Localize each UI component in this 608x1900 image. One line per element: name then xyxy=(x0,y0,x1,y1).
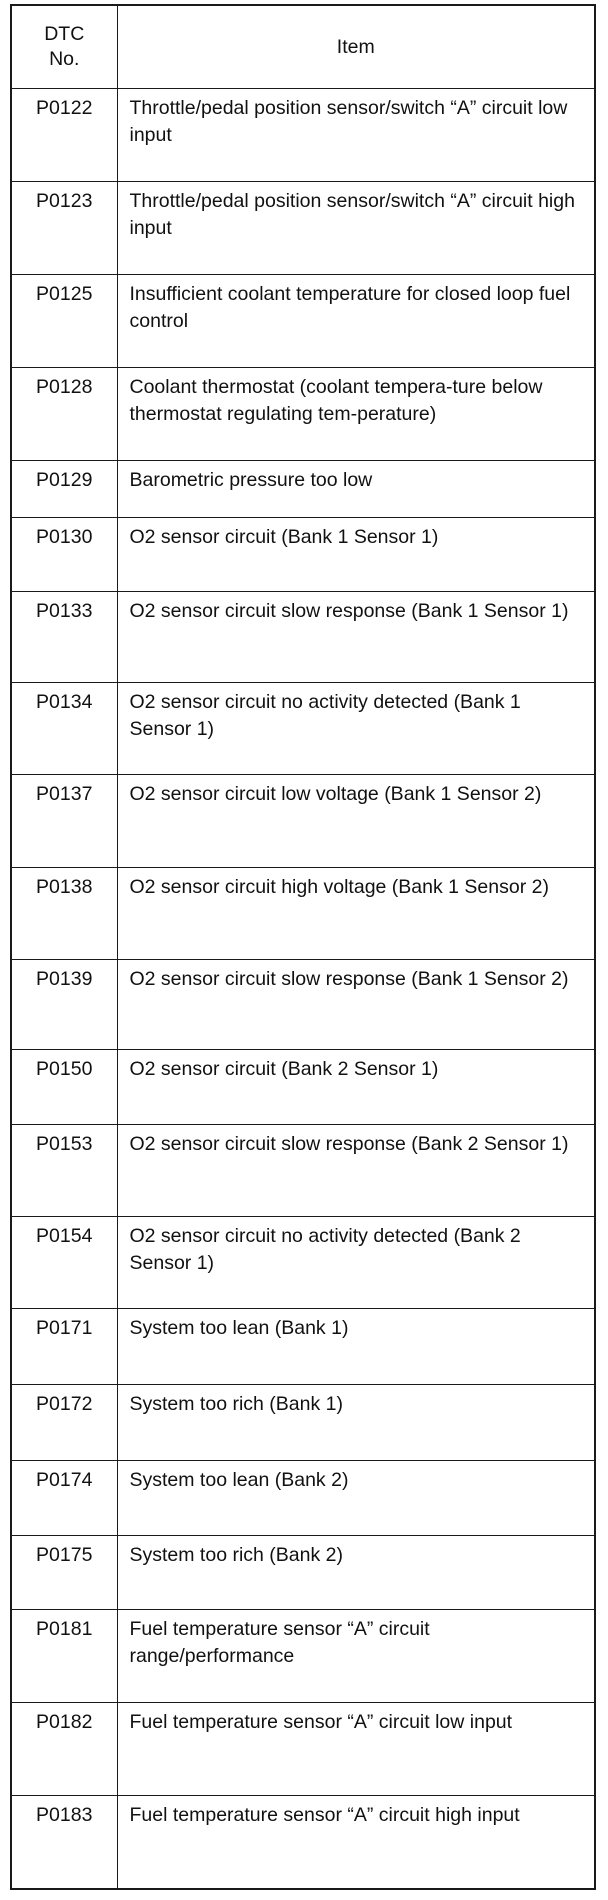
dtc-item: Throttle/pedal position sensor/switch “A… xyxy=(116,88,596,182)
dtc-code: P0129 xyxy=(10,459,118,518)
dtc-code: P0133 xyxy=(10,591,118,684)
dtc-item: Insufficient coolant temperature for clo… xyxy=(116,273,596,368)
dtc-code: P0123 xyxy=(10,180,118,275)
header-dtc-line1: DTC xyxy=(44,23,85,45)
dtc-code: P0175 xyxy=(10,1534,118,1611)
dtc-code: P0130 xyxy=(10,516,118,593)
dtc-item: O2 sensor circuit no activity detected (… xyxy=(116,1216,596,1309)
dtc-code: P0153 xyxy=(10,1124,118,1218)
dtc-item: Fuel temperature sensor “A” circuit rang… xyxy=(116,1609,596,1704)
dtc-code: P0150 xyxy=(10,1049,118,1126)
dtc-code: P0181 xyxy=(10,1609,118,1704)
dtc-item: O2 sensor circuit (Bank 1 Sensor 1) xyxy=(116,516,596,593)
dtc-item: O2 sensor circuit slow response (Bank 1 … xyxy=(116,958,596,1051)
header-dtc-no: DTC No. xyxy=(10,4,118,89)
header-row: DTC No. Item xyxy=(10,4,596,89)
dtc-item: Barometric pressure too low xyxy=(116,459,596,518)
dtc-item: O2 sensor circuit slow response (Bank 2 … xyxy=(116,1124,596,1218)
dtc-code: P0174 xyxy=(10,1459,118,1536)
dtc-item: System too lean (Bank 1) xyxy=(116,1307,596,1385)
dtc-item: O2 sensor circuit slow response (Bank 1 … xyxy=(116,591,596,684)
dtc-item: System too rich (Bank 2) xyxy=(116,1534,596,1611)
dtc-code: P0139 xyxy=(10,958,118,1051)
dtc-code: P0183 xyxy=(10,1795,118,1890)
table-header: DTC No. Item xyxy=(10,4,596,89)
dtc-code: P0172 xyxy=(10,1383,118,1461)
dtc-item: System too lean (Bank 2) xyxy=(116,1459,596,1536)
dtc-item: O2 sensor circuit low voltage (Bank 1 Se… xyxy=(116,773,596,868)
dtc-item: O2 sensor circuit high voltage (Bank 1 S… xyxy=(116,866,596,960)
dtc-code: P0122 xyxy=(10,88,118,182)
header-dtc-line2: No. xyxy=(49,48,80,70)
dtc-item: Fuel temperature sensor “A” circuit high… xyxy=(116,1795,596,1890)
dtc-code: P0171 xyxy=(10,1307,118,1385)
dtc-item: Throttle/pedal position sensor/switch “A… xyxy=(116,180,596,275)
dtc-item: System too rich (Bank 1) xyxy=(116,1383,596,1461)
dtc-code: P0138 xyxy=(10,866,118,960)
dtc-item: O2 sensor circuit (Bank 2 Sensor 1) xyxy=(116,1049,596,1126)
dtc-code: P0134 xyxy=(10,682,118,775)
dtc-code: P0125 xyxy=(10,273,118,368)
dtc-item: O2 sensor circuit no activity detected (… xyxy=(116,682,596,775)
dtc-item: Coolant thermostat (coolant tempera-ture… xyxy=(116,366,596,461)
dtc-code: P0182 xyxy=(10,1702,118,1797)
dtc-code: P0128 xyxy=(10,366,118,461)
dtc-code: P0154 xyxy=(10,1216,118,1309)
dtc-code: P0137 xyxy=(10,773,118,868)
dtc-item: Fuel temperature sensor “A” circuit low … xyxy=(116,1702,596,1797)
header-item: Item xyxy=(116,4,596,89)
